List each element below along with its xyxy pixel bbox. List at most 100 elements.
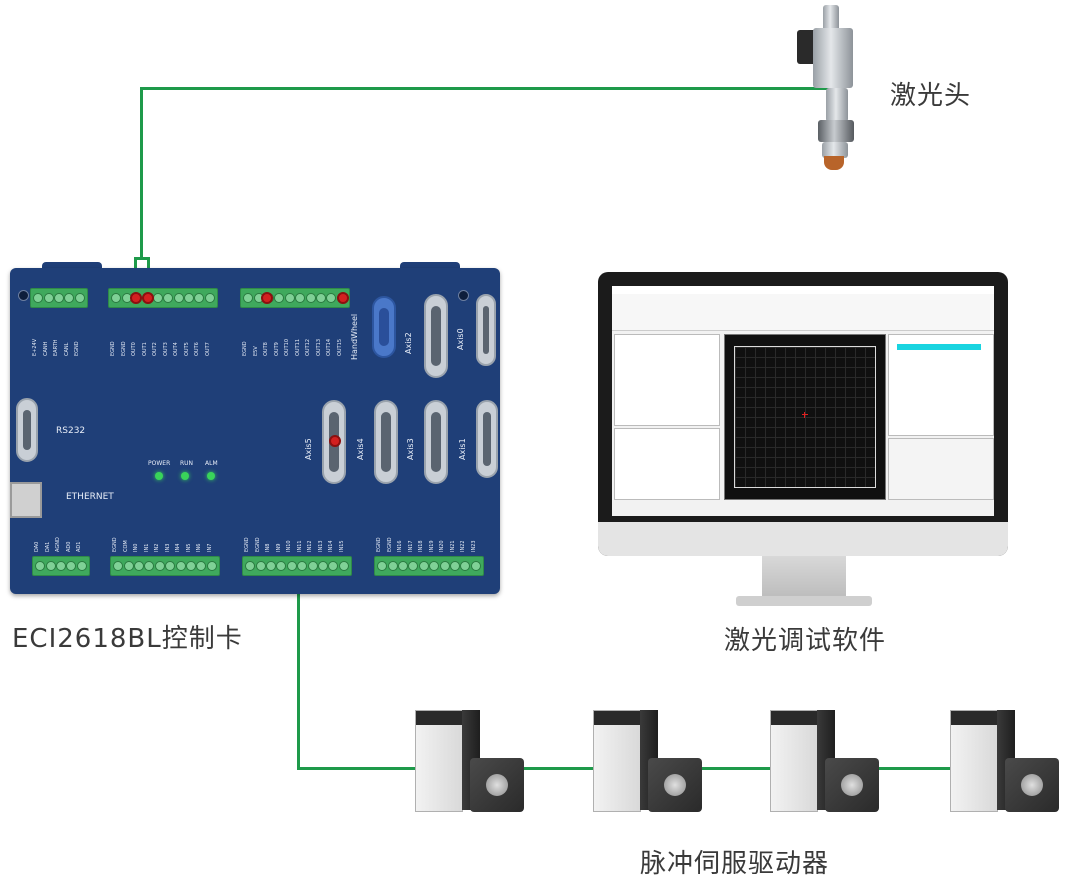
pin-label: CANL [63, 342, 70, 356]
pin-label: AGND [55, 537, 61, 552]
pin-label: IN6 [196, 543, 202, 552]
pin-label: IN14 [328, 540, 334, 552]
pin-label: IN19 [428, 540, 435, 552]
pin-label: OUT2 [152, 342, 158, 356]
monitor-base [736, 596, 872, 606]
pin-label: IN9 [275, 543, 282, 552]
pin-label: OUT6 [194, 342, 200, 356]
pin-label: OUT13 [315, 338, 322, 356]
pin-labels-can: E+24V CANH EARTH CANL EGND [32, 312, 85, 356]
pin-label: IN23 [470, 540, 477, 552]
marker-out8 [261, 292, 273, 304]
connector-axis1 [476, 400, 498, 478]
connector-axis0 [476, 294, 496, 366]
software-screenshot [612, 286, 994, 516]
connector-label-axis4: Axis4 [356, 438, 365, 460]
marker-out0 [130, 292, 142, 304]
connector-handwheel [372, 296, 396, 358]
wire-laser-vertical [140, 87, 143, 259]
connector-rs232 [16, 398, 38, 462]
pin-label: OUT4 [173, 342, 179, 356]
pin-label: OUT1 [141, 342, 148, 356]
led-power [155, 472, 163, 480]
pin-label: AD0 [65, 541, 72, 552]
pin-label: IN3 [164, 543, 171, 552]
ethernet-port [10, 482, 42, 518]
pin-label: IN18 [418, 540, 424, 552]
led-label-power: POWER [148, 460, 171, 467]
pin-label: IN4 [175, 543, 181, 552]
pin-label: IN11 [296, 540, 303, 552]
pin-label: IN10 [286, 540, 292, 552]
pin-label: IN21 [449, 540, 456, 552]
pin-label: E+24V [32, 338, 38, 356]
pin-label: EGND [120, 341, 127, 356]
pin-label: OUT5 [183, 342, 190, 356]
pin-label: IN8 [265, 543, 271, 552]
pin-label: IN17 [407, 540, 414, 552]
connector-label-axis3: Axis3 [406, 438, 415, 460]
pin-label: IN20 [439, 540, 445, 552]
terminal-in16-23 [374, 556, 484, 576]
connector-axis2 [424, 294, 448, 378]
marker-out1 [142, 292, 154, 304]
pin-label: IN22 [460, 540, 466, 552]
pin-label: OUT12 [305, 338, 311, 356]
rs232-label: RS232 [56, 426, 86, 436]
pin-label: EARTH [53, 339, 59, 356]
pin-label: OUT3 [162, 342, 169, 356]
pin-label: EGND [386, 537, 393, 552]
terminal-da [32, 556, 90, 576]
connector-axis3 [424, 400, 448, 484]
pin-label: OUT11 [294, 338, 301, 356]
pin-label: EGND [254, 537, 261, 552]
pin-label: OUT8 [263, 342, 269, 356]
terminal-in8-15 [242, 556, 352, 576]
pin-label: EGND [112, 537, 118, 552]
pin-label: IN1 [143, 543, 150, 552]
software-label: 激光调试软件 [724, 626, 887, 656]
drives-label: 脉冲伺服驱动器 [640, 849, 830, 879]
terminal-out8-15 [240, 288, 350, 308]
wire-laser-horizontal [140, 87, 830, 90]
marker-axis5 [329, 435, 341, 447]
led-label-run: RUN [180, 460, 194, 467]
monitor-stand [762, 556, 846, 598]
pin-label: OUT15 [336, 338, 343, 356]
connector-label-handwheel: HandWheel [350, 313, 359, 360]
wire-laser-loop [134, 257, 150, 260]
led-label-alm: ALM [205, 460, 218, 467]
led-run [181, 472, 189, 480]
controller-label: ECI2618BL控制卡 [12, 624, 243, 654]
ethernet-label: ETHERNET [66, 492, 114, 502]
pin-label: CANH [42, 341, 49, 356]
pin-label: DA0 [34, 541, 40, 552]
pin-label: OUT14 [326, 338, 332, 356]
pin-label: OUT7 [204, 342, 211, 356]
connector-label-axis1: Axis1 [458, 438, 467, 460]
pin-label: EGND [242, 341, 248, 356]
terminal-can [30, 288, 88, 308]
terminal-in0-7 [110, 556, 220, 576]
pin-label: IN12 [307, 540, 313, 552]
pin-label: IN0 [133, 543, 139, 552]
pin-label: EGND [74, 341, 80, 356]
connector-label-axis2: Axis2 [404, 332, 413, 354]
pin-label: E5V [252, 346, 259, 356]
pin-label: COM [122, 540, 129, 552]
pin-label: EGND [110, 341, 116, 356]
connector-axis4 [374, 400, 398, 484]
led-alm [207, 472, 215, 480]
connector-label-axis0: Axis0 [456, 328, 465, 350]
pin-label: IN15 [338, 540, 345, 552]
pin-label: EGND [244, 537, 250, 552]
pin-label: IN2 [154, 543, 160, 552]
pin-label: AD1 [76, 541, 82, 552]
laser-head-label: 激光头 [890, 81, 972, 111]
